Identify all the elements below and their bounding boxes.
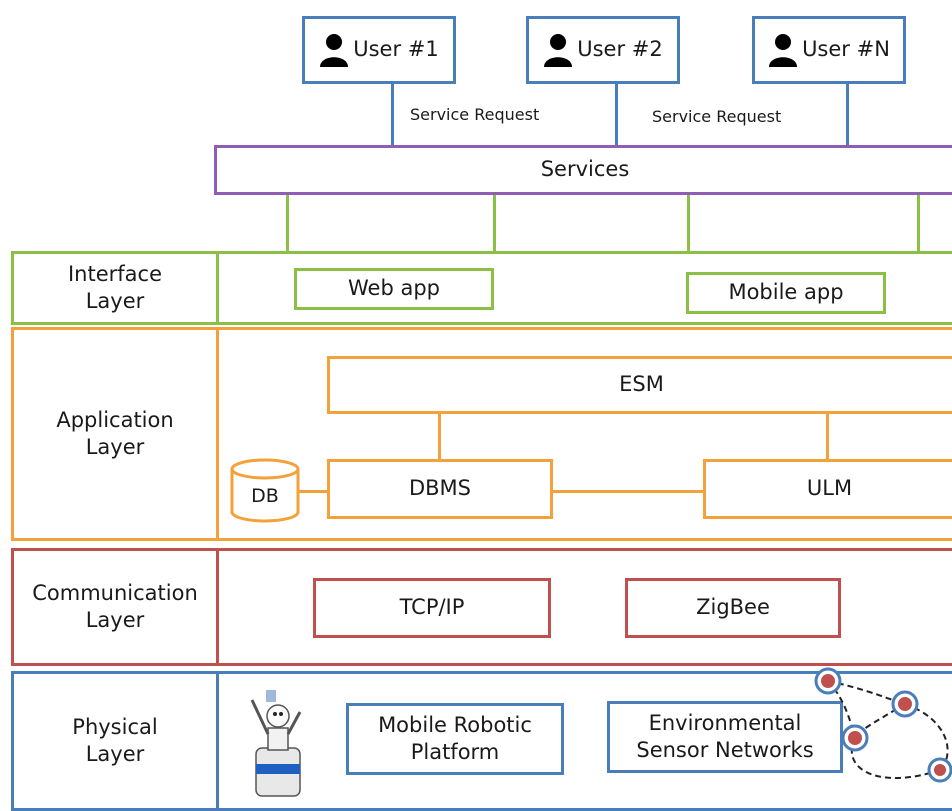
connector-line (687, 195, 690, 253)
application-layer-panel (216, 327, 952, 541)
web-app-box: Web app (294, 268, 494, 310)
application-layer-title: Application Layer (11, 327, 219, 541)
user-1-label: User #1 (353, 37, 439, 62)
connector-line (553, 490, 703, 493)
connector-line (286, 195, 289, 253)
services-bar: Services (214, 145, 952, 195)
db-label: DB (251, 485, 279, 507)
connector-line (493, 195, 496, 253)
communication-layer-title: Communication Layer (11, 548, 219, 666)
interface-layer-title: Interface Layer (11, 251, 219, 325)
connector-line (826, 414, 829, 459)
dbms-box: DBMS (327, 459, 553, 519)
ulm-box: ULM (703, 459, 952, 519)
communication-layer-panel (216, 548, 952, 666)
person-icon (544, 34, 573, 67)
tcp-ip-box: TCP/IP (313, 578, 551, 638)
connector-line (438, 414, 441, 459)
user-1-box: User #1 (302, 16, 456, 84)
connector-line (846, 84, 849, 146)
zigbee-box: ZigBee (625, 578, 841, 638)
physical-layer-title: Physical Layer (11, 671, 219, 811)
services-label: Services (540, 157, 630, 182)
mobile-robotic-platform-box: Mobile Robotic Platform (346, 703, 564, 775)
environmental-sensor-networks-box: Environmental Sensor Networks (607, 701, 843, 773)
user-2-box: User #2 (526, 16, 680, 84)
esm-box: ESM (327, 356, 952, 414)
interface-layer-panel (216, 251, 952, 325)
mobile-app-box: Mobile app (686, 272, 886, 314)
connector-line (615, 84, 618, 146)
connector-line (299, 490, 327, 493)
service-request-label: Service Request (652, 107, 782, 126)
person-icon (320, 34, 349, 67)
person-icon (769, 34, 798, 67)
user-n-box: User #N (752, 16, 906, 84)
user-2-label: User #2 (577, 37, 663, 62)
user-n-label: User #N (802, 37, 890, 62)
connector-line (391, 84, 394, 146)
connector-line (917, 195, 920, 253)
service-request-label: Service Request (410, 105, 540, 124)
